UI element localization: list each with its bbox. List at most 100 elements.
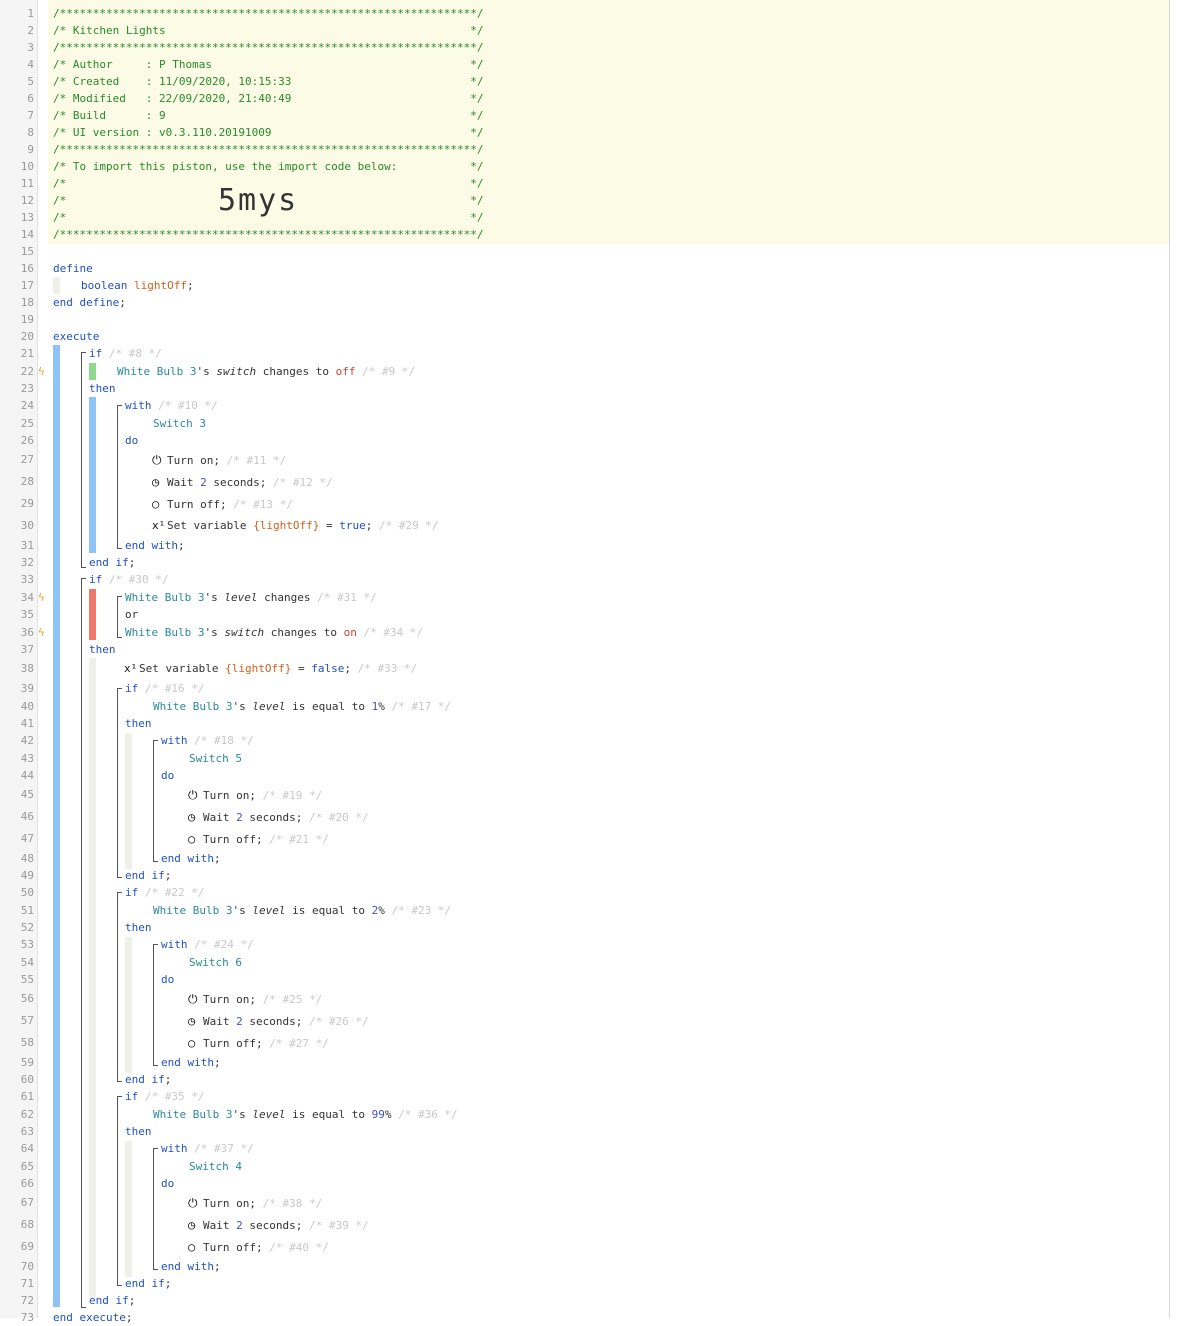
code-statement[interactable]: end if; [125, 1276, 171, 1292]
code-statement[interactable]: ⏻Turn on; /* #38 */ [188, 1195, 322, 1212]
code-token: changes to [264, 626, 344, 639]
code-statement[interactable]: do [161, 1176, 174, 1192]
code-statement[interactable]: ⏻Turn on; /* #19 */ [188, 787, 322, 804]
code-token: do [125, 434, 139, 447]
code-token: /* #39 */ [308, 1219, 369, 1232]
code-statement[interactable]: Switch 4 [189, 1159, 242, 1175]
code-statement[interactable]: if /* #8 */ [89, 346, 162, 362]
code-statement[interactable]: if /* #16 */ [125, 681, 204, 697]
code-statement[interactable]: end with; [125, 538, 185, 554]
code-statement[interactable]: do [125, 433, 138, 449]
code-statement[interactable]: Switch 5 [189, 751, 242, 767]
code-statement[interactable]: ◷Wait 2 seconds; /* #26 */ [188, 1013, 369, 1030]
code-statement[interactable]: end if; [125, 868, 171, 884]
code-statement[interactable]: White Bulb 3's level changes /* #31 */ [125, 590, 377, 606]
line-number: 4 [27, 58, 34, 71]
code-token: Set variable [167, 519, 254, 532]
code-statement[interactable]: boolean lightOff; [81, 278, 194, 294]
code-statement[interactable]: then [125, 1124, 152, 1140]
code-statement[interactable]: /* Author : P Thomas */ [53, 57, 483, 73]
code-statement[interactable]: with /* #37 */ [161, 1141, 254, 1157]
code-statement[interactable]: execute [53, 329, 99, 345]
code-line: 57◷Wait 2 seconds; /* #26 */ [0, 1013, 1169, 1029]
code-statement[interactable]: /***************************************… [53, 227, 483, 243]
code-statement[interactable]: end with; [161, 1055, 221, 1071]
with-bracket [117, 405, 122, 549]
code-token: /***************************************… [53, 228, 484, 241]
code-statement[interactable]: ○Turn off; /* #40 */ [188, 1239, 329, 1256]
code-statement[interactable]: define [53, 261, 93, 277]
code-statement[interactable]: /* */ [53, 210, 483, 226]
code-statement[interactable]: /* Build : 9 */ [53, 108, 483, 124]
code-statement[interactable]: end if; [89, 555, 135, 571]
code-statement[interactable]: do [161, 972, 174, 988]
code-statement[interactable]: end define; [53, 295, 126, 311]
code-statement[interactable]: /* Modified : 22/09/2020, 21:40:49 */ [53, 91, 483, 107]
code-token: /* #10 */ [158, 399, 218, 412]
line-number: 6 [27, 92, 34, 105]
code-line: 68◷Wait 2 seconds; /* #39 */ [0, 1217, 1169, 1233]
code-statement[interactable]: end with; [161, 1259, 221, 1275]
code-statement[interactable]: /* */ [53, 176, 483, 192]
code-statement[interactable]: then [125, 920, 152, 936]
code-token: Turn on; [203, 1197, 263, 1210]
code-statement[interactable]: ○Turn off; /* #27 */ [188, 1035, 329, 1052]
code-statement[interactable]: then [89, 381, 116, 397]
code-statement[interactable]: /* To import this piston, use the import… [53, 159, 483, 175]
code-statement[interactable]: if /* #35 */ [125, 1089, 204, 1105]
code-statement[interactable]: with /* #24 */ [161, 937, 254, 953]
code-statement[interactable]: White Bulb 3's level is equal to 1% /* #… [153, 699, 451, 715]
code-statement[interactable]: White Bulb 3's level is equal to 99% /* … [153, 1107, 458, 1123]
code-statement[interactable]: White Bulb 3's level is equal to 2% /* #… [153, 903, 451, 919]
code-statement[interactable]: do [161, 768, 174, 784]
variable-define-bar [53, 277, 60, 294]
code-statement[interactable]: end if; [125, 1072, 171, 1088]
code-statement[interactable]: ⏻Turn on; /* #25 */ [188, 991, 322, 1008]
power-off-icon: ○ [152, 497, 160, 511]
code-statement[interactable]: if /* #30 */ [89, 572, 168, 588]
code-statement[interactable]: ◷Wait 2 seconds; /* #20 */ [188, 809, 369, 826]
line-number: 53 [20, 938, 34, 951]
code-statement[interactable]: /* UI version : v0.3.110.20191009 */ [53, 125, 483, 141]
line-number: 9 [27, 143, 34, 156]
code-statement[interactable]: Switch 6 [189, 955, 242, 971]
code-statement[interactable]: /***************************************… [53, 40, 483, 56]
code-statement[interactable]: ◷Wait 2 seconds; /* #12 */ [152, 474, 333, 491]
line-number: 28 [20, 475, 34, 488]
code-statement[interactable]: Switch 3 [153, 416, 206, 432]
code-statement[interactable]: ○Turn off; /* #21 */ [188, 831, 329, 848]
code-token: ; [186, 279, 194, 292]
code-statement[interactable]: White Bulb 3's switch changes to off /* … [117, 364, 415, 380]
code-statement[interactable]: if /* #22 */ [125, 885, 204, 901]
code-statement[interactable]: ◷Wait 2 seconds; /* #39 */ [188, 1217, 369, 1234]
code-statement[interactable]: then [125, 716, 152, 732]
code-statement[interactable]: then [89, 642, 116, 658]
code-statement[interactable]: /***************************************… [53, 142, 483, 158]
code-statement[interactable]: with /* #18 */ [161, 733, 254, 749]
code-statement[interactable]: /* Kitchen Lights */ [53, 23, 483, 39]
code-statement[interactable]: ⏻Turn on; /* #11 */ [152, 452, 286, 469]
code-statement[interactable]: /* */ [53, 193, 483, 209]
code-statement[interactable]: ○Turn off; /* #13 */ [152, 496, 293, 513]
code-statement[interactable]: end if; [89, 1293, 135, 1309]
code-statement[interactable]: end with; [161, 851, 221, 867]
code-token: /* #37 */ [194, 1142, 254, 1155]
code-token: with [161, 938, 195, 951]
code-statement[interactable]: end execute; [53, 1310, 132, 1326]
power-off-icon: ○ [188, 1240, 196, 1254]
code-statement[interactable]: or [125, 607, 138, 623]
code-statement[interactable]: with /* #10 */ [125, 398, 218, 414]
code-statement[interactable]: White Bulb 3's switch changes to on /* #… [125, 625, 423, 641]
code-statement[interactable]: /* Created : 11/09/2020, 10:15:33 */ [53, 74, 483, 90]
code-statement[interactable]: /***************************************… [53, 6, 483, 22]
